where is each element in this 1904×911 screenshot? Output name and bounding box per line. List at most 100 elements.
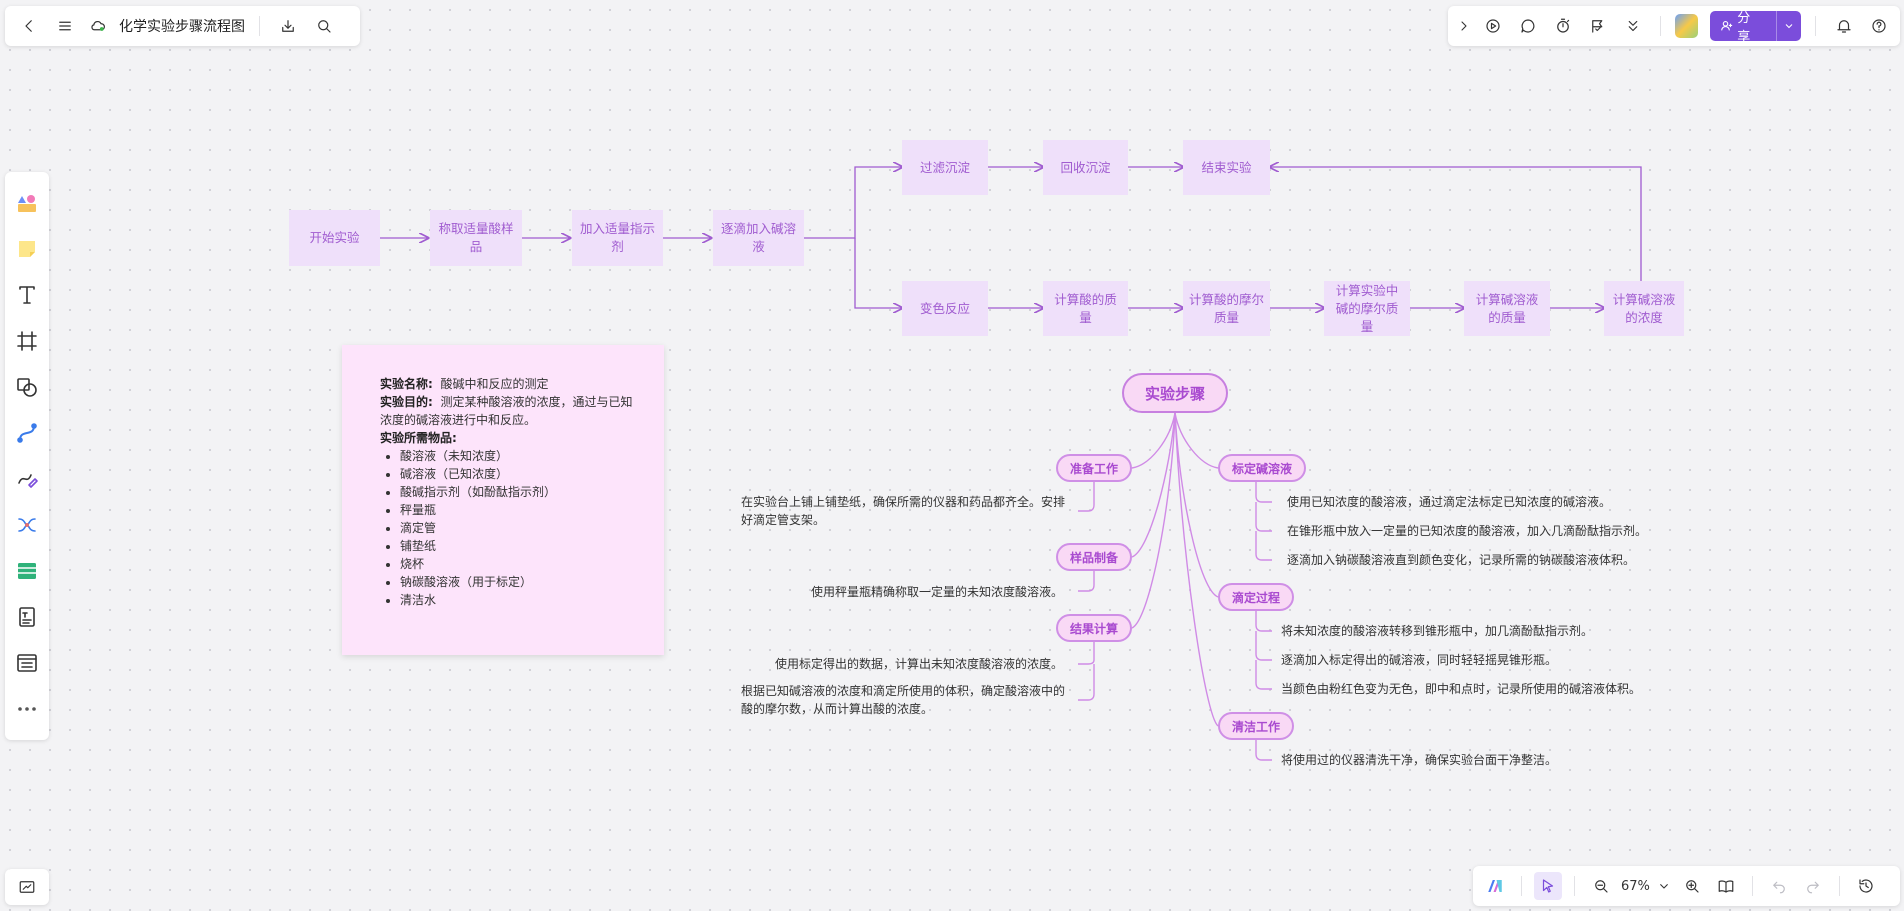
divider — [1521, 876, 1522, 896]
share-button-label: 分享 — [1737, 11, 1751, 45]
flow-node-acid-mass[interactable]: 计算酸的质量 — [1043, 281, 1128, 336]
flow-node-filter[interactable]: 过滤沉淀 — [902, 140, 988, 195]
mindmap-leaf-prep-1[interactable]: 在实验台上铺上铺垫纸，确保所需的仪器和药品都齐全。安排好滴定管支架。 — [741, 495, 1066, 527]
flow-node-end[interactable]: 结束实验 — [1183, 140, 1270, 195]
mindmap-leaf-titration-1[interactable]: 将未知浓度的酸溶液转移到锥形瓶中，加几滴酚酞指示剂。 — [1281, 624, 1594, 638]
frame-tool-icon[interactable] — [5, 318, 49, 364]
materials-list: 酸溶液（未知浓度） 碱溶液（已知浓度） 酸碱指示剂（如酚酞指示剂） 秤量瓶 滴定… — [380, 447, 638, 609]
experiment-name-line: 实验名称: 酸碱中和反应的测定 — [380, 375, 638, 393]
mindmap-branch-titration[interactable]: 滴定过程 — [1218, 583, 1294, 611]
redo-icon[interactable] — [1799, 872, 1827, 900]
experiment-info-card[interactable]: 实验名称: 酸碱中和反应的测定 实验目的: 测定某种酸溶液的浓度，通过与已知浓度… — [342, 345, 664, 655]
ai-assistant-icon[interactable] — [1481, 872, 1509, 900]
mindmap-leaf-result-2[interactable]: 根据已知碱溶液的浓度和滴定所使用的体积，确定酸溶液中的酸的摩尔数，从而计算出酸的… — [741, 684, 1066, 716]
mindmap-leaf-result-1[interactable]: 使用标定得出的数据，计算出未知浓度酸溶液的浓度。 — [774, 657, 1063, 671]
zoom-in-icon[interactable] — [1678, 872, 1706, 900]
flow-node-color-change[interactable]: 变色反应 — [902, 281, 988, 336]
template-shapes-icon[interactable] — [5, 180, 49, 226]
chevron-down-icon[interactable] — [1775, 11, 1802, 41]
experiment-purpose-label: 实验目的: — [380, 395, 433, 409]
flow-node-start[interactable]: 开始实验 — [289, 210, 380, 266]
mindmap-branch-sample[interactable]: 样品制备 — [1056, 543, 1132, 571]
materials-heading: 实验所需物品: — [380, 429, 638, 447]
list-tool-icon[interactable] — [5, 640, 49, 686]
experiment-name-label: 实验名称: — [380, 377, 433, 391]
mindmap-tool-icon[interactable] — [5, 502, 49, 548]
divider — [1751, 876, 1753, 896]
menu-icon[interactable] — [51, 12, 79, 40]
divider — [1574, 876, 1575, 896]
timer-icon[interactable] — [1550, 12, 1577, 40]
mindmap-root[interactable]: 实验步骤 — [1122, 373, 1228, 413]
mindmap-leaf-titration-3[interactable]: 当颜色由粉红色变为无色，即中和点时，记录所使用的碱溶液体积。 — [1281, 682, 1642, 696]
canvas-controls: 67% — [1473, 866, 1900, 906]
experiment-purpose-line: 实验目的: 测定某种酸溶液的浓度，通过与已知浓度的碱溶液进行中和反应。 — [380, 393, 638, 429]
user-avatar[interactable] — [1675, 14, 1698, 38]
comment-icon[interactable] — [1515, 12, 1542, 40]
divider — [1815, 16, 1817, 36]
minimap-icon[interactable] — [13, 873, 41, 901]
person-add-icon — [1721, 21, 1733, 31]
material-item: 酸溶液（未知浓度） — [400, 447, 638, 465]
mindmap-branch-prep[interactable]: 准备工作 — [1056, 454, 1132, 482]
mindmap-leaf-cleanup-1[interactable]: 将使用过的仪器清洗干净，确保实验台面干净整洁。 — [1281, 753, 1558, 767]
collaboration-toolbar: 分享 — [1448, 6, 1900, 46]
cloud-sync-icon[interactable] — [87, 12, 109, 40]
chevron-down-icon[interactable] — [1656, 872, 1672, 900]
divider — [1838, 876, 1840, 896]
divider — [259, 16, 260, 36]
flow-node-titrate[interactable]: 逐滴加入碱溶液 — [713, 210, 804, 266]
reading-mode-icon[interactable] — [1712, 872, 1740, 900]
material-item: 清洁水 — [400, 591, 638, 609]
mindmap-branch-calib[interactable]: 标定碱溶液 — [1218, 454, 1306, 482]
zoom-out-icon[interactable] — [1587, 872, 1615, 900]
flow-node-recover[interactable]: 回收沉淀 — [1043, 140, 1128, 195]
table-tool-icon[interactable] — [5, 548, 49, 594]
history-icon[interactable] — [1852, 872, 1880, 900]
flow-node-base-conc[interactable]: 计算碱溶液的浓度 — [1604, 281, 1684, 336]
expand-more-icon[interactable] — [1619, 12, 1646, 40]
material-item: 碱溶液（已知浓度） — [400, 465, 638, 483]
mindmap-leaf-calib-3[interactable]: 逐滴加入钠碳酸溶液直到颜色变化，记录所需的钠碳酸溶液体积。 — [1287, 553, 1636, 567]
material-item: 酸碱指示剂（如酚酞指示剂） — [400, 483, 638, 501]
minimap-toggle[interactable] — [5, 869, 49, 905]
flow-node-base-mass[interactable]: 计算碱溶液的质量 — [1464, 281, 1550, 336]
flow-node-base-molar[interactable]: 计算实验中碱的摩尔质量 — [1324, 281, 1410, 336]
material-item: 钠碳酸溶液（用于标定） — [400, 573, 638, 591]
undo-icon[interactable] — [1765, 872, 1793, 900]
experiment-name-value: 酸碱中和反应的测定 — [440, 377, 549, 391]
help-icon[interactable] — [1865, 12, 1892, 40]
material-item: 秤量瓶 — [400, 501, 638, 519]
zoom-level[interactable]: 67% — [1621, 878, 1650, 894]
connector-tool-icon[interactable] — [5, 410, 49, 456]
sticky-note-icon[interactable] — [5, 226, 49, 272]
mindmap-branch-cleanup[interactable]: 清洁工作 — [1218, 712, 1294, 740]
pen-tool-icon[interactable] — [5, 456, 49, 502]
document-toolbar: 化学实验步骤流程图 — [5, 6, 360, 46]
back-icon[interactable] — [15, 12, 43, 40]
materials-label: 实验所需物品: — [380, 431, 457, 445]
text-tool-icon[interactable] — [5, 272, 49, 318]
more-tools-icon[interactable] — [5, 686, 49, 732]
notification-bell-icon[interactable] — [1830, 12, 1857, 40]
left-tool-palette — [5, 172, 49, 740]
flow-node-acid-molar[interactable]: 计算酸的摩尔质量 — [1183, 281, 1270, 336]
select-cursor-icon[interactable] — [1534, 872, 1562, 900]
shape-tool-icon[interactable] — [5, 364, 49, 410]
mindmap-leaf-calib-1[interactable]: 使用已知浓度的酸溶液，通过滴定法标定已知浓度的碱溶液。 — [1287, 495, 1612, 509]
flow-node-weigh[interactable]: 称取适量酸样品 — [430, 210, 522, 266]
search-icon[interactable] — [310, 12, 338, 40]
document-card-icon[interactable] — [5, 594, 49, 640]
mindmap-leaf-titration-2[interactable]: 逐滴加入标定得出的碱溶液，同时轻轻摇晃锥形瓶。 — [1281, 653, 1558, 667]
mindmap-leaf-calib-2[interactable]: 在锥形瓶中放入一定量的已知浓度的酸溶液，加入几滴酚酞指示剂。 — [1287, 524, 1648, 538]
share-button[interactable]: 分享 — [1710, 11, 1802, 45]
material-item: 烧杯 — [400, 555, 638, 573]
download-icon[interactable] — [274, 12, 302, 40]
document-title[interactable]: 化学实验步骤流程图 — [119, 19, 245, 35]
mindmap-branch-result[interactable]: 结果计算 — [1056, 614, 1132, 642]
flow-node-indicator[interactable]: 加入适量指示剂 — [572, 210, 663, 266]
present-play-icon[interactable] — [1480, 12, 1507, 40]
mindmap-leaf-sample-1[interactable]: 使用秤量瓶精确称取一定量的未知浓度酸溶液。 — [810, 585, 1063, 599]
chevron-right-icon[interactable] — [1456, 12, 1472, 40]
vote-flag-icon[interactable] — [1584, 12, 1611, 40]
